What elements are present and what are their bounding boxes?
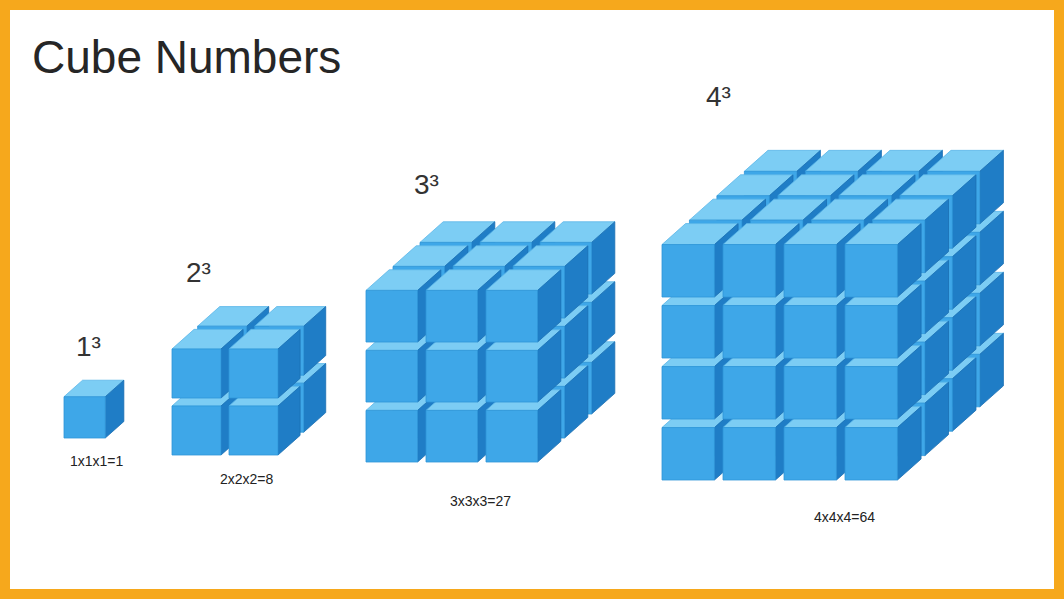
cube-front-face <box>723 306 775 358</box>
unit-cube <box>229 329 300 398</box>
cube-front-face <box>784 245 836 297</box>
cube-side-face <box>980 150 1004 223</box>
cube-front-face <box>366 350 418 402</box>
cube-side-face <box>952 236 976 309</box>
cube-front-face <box>723 245 775 297</box>
unit-cube <box>486 270 561 342</box>
cube-front-face <box>486 410 538 462</box>
cube-front-face <box>845 428 897 480</box>
product-label: 2x2x2=8 <box>220 472 273 487</box>
cube-front-face <box>662 306 714 358</box>
cube-side-face <box>565 306 588 378</box>
unit-cube <box>845 224 921 297</box>
cube-side-face <box>925 382 949 455</box>
cube-side-face <box>952 297 976 370</box>
cube-side-face <box>565 366 588 438</box>
product-label: 4x4x4=64 <box>814 510 875 525</box>
cube-front-face <box>723 367 775 419</box>
cube-front-face <box>784 306 836 358</box>
product-label: 1x1x1=1 <box>70 454 123 469</box>
cube-side-face <box>592 222 615 294</box>
cube-side-face <box>980 211 1004 284</box>
cube-front-face <box>366 410 418 462</box>
cube-front-face <box>426 290 478 342</box>
cube-side-face <box>278 386 300 455</box>
cube-front-face <box>845 367 897 419</box>
cube-front-face <box>486 350 538 402</box>
cube-side-face <box>278 329 300 398</box>
diagram-title: Cube Numbers <box>32 32 341 83</box>
cube-side-face <box>925 321 949 394</box>
cube-front-face <box>662 367 714 419</box>
cube-stack <box>366 222 615 462</box>
cube-side-face <box>592 282 615 354</box>
cube-side-face <box>952 358 976 431</box>
cube-side-face <box>980 333 1004 406</box>
unit-cube <box>64 380 124 438</box>
product-label: 3x3x3=27 <box>450 494 511 509</box>
cube-illustration <box>10 10 1064 599</box>
cube-side-face <box>897 407 921 480</box>
cube-side-face <box>304 364 326 433</box>
cube-front-face <box>662 245 714 297</box>
cube-power-label: 3³ <box>414 170 439 201</box>
cube-side-face <box>538 330 561 402</box>
cube-side-face <box>952 175 976 248</box>
cube-front-face <box>172 406 221 455</box>
cube-front-face <box>486 290 538 342</box>
cube-front-face <box>723 428 775 480</box>
cube-side-face <box>925 260 949 333</box>
cube-front-face <box>64 397 105 438</box>
cube-power-label: 4³ <box>706 82 731 113</box>
cube-side-face <box>538 270 561 342</box>
cube-front-face <box>426 410 478 462</box>
cube-front-face <box>172 349 221 398</box>
cube-front-face <box>662 428 714 480</box>
cube-side-face <box>897 224 921 297</box>
cube-power-label: 1³ <box>76 332 101 363</box>
cube-front-face <box>845 306 897 358</box>
cube-side-face <box>925 199 949 272</box>
cube-front-face <box>784 428 836 480</box>
cube-front-face <box>845 245 897 297</box>
cube-side-face <box>105 380 124 438</box>
cube-front-face <box>229 349 278 398</box>
cube-front-face <box>426 350 478 402</box>
cube-side-face <box>897 285 921 358</box>
cube-stack <box>64 380 124 438</box>
cube-side-face <box>304 307 326 376</box>
cube-front-face <box>366 290 418 342</box>
cube-power-label: 2³ <box>186 258 211 289</box>
cube-side-face <box>897 346 921 419</box>
cube-stack <box>662 150 1003 480</box>
cube-front-face <box>229 406 278 455</box>
cube-stack <box>172 307 326 455</box>
cube-side-face <box>592 342 615 414</box>
cube-front-face <box>784 367 836 419</box>
cube-side-face <box>538 390 561 462</box>
cube-side-face <box>980 272 1004 345</box>
cube-side-face <box>565 246 588 318</box>
